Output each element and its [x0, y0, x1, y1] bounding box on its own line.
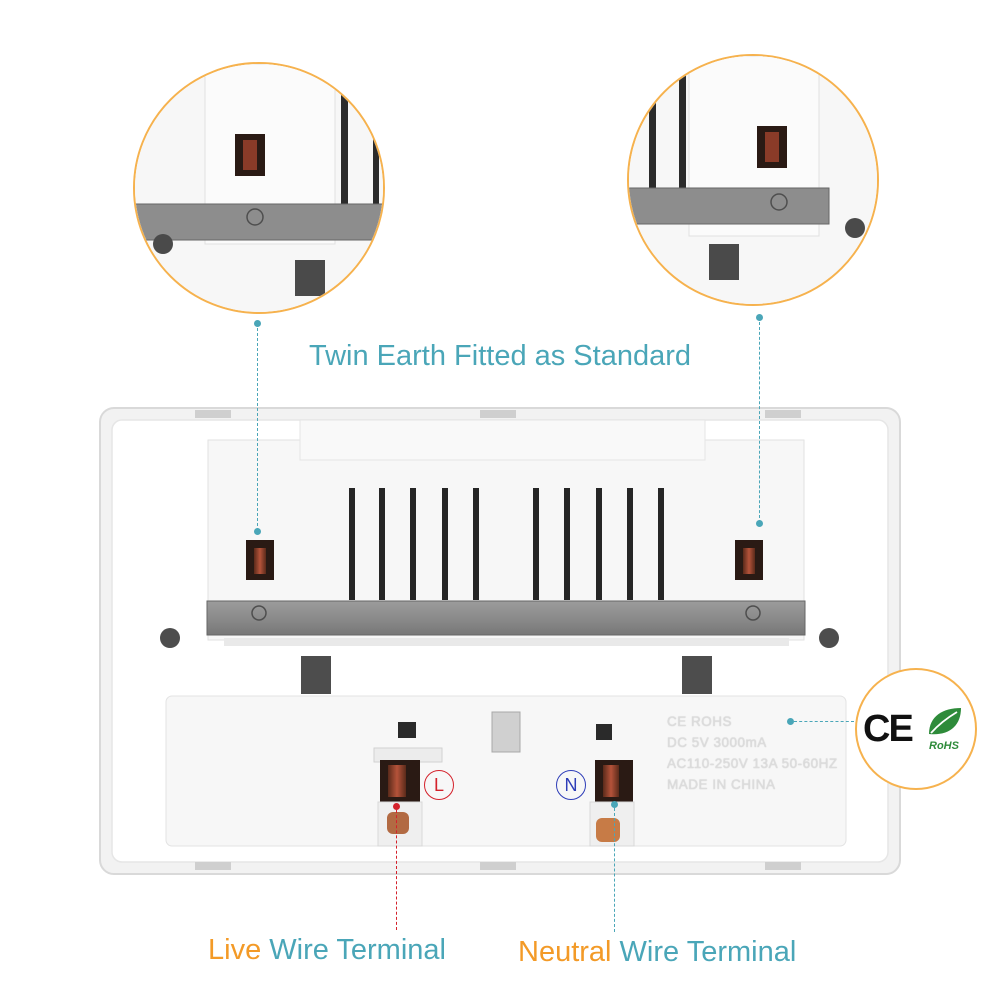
vent-slots: [349, 488, 664, 600]
live-rest: Wire Terminal: [261, 934, 446, 966]
callout-line-live: [396, 810, 397, 930]
plate-rating-text: CE ROHS DC 5V 3000mA AC110-250V 13A 50-6…: [667, 711, 838, 795]
callout-dot-neutral: [611, 801, 618, 808]
plate-line-1: CE ROHS: [667, 714, 733, 729]
neutral-marker: N: [556, 770, 586, 800]
callout-line-left: [257, 328, 258, 531]
callout-dot-bottom-right: [756, 520, 763, 527]
callout-line-neutral: [614, 808, 615, 932]
live-marker: L: [424, 770, 454, 800]
callout-dot-bottom-left: [254, 528, 261, 535]
earth-bar: [206, 600, 806, 636]
callout-dot-top-right: [756, 314, 763, 321]
neutral-wire-label: Neutral Wire Terminal: [518, 936, 796, 969]
callout-dot-top-left: [254, 320, 261, 327]
callout-dot-cert: [787, 718, 794, 725]
plate-line-2: DC 5V 3000mA: [667, 735, 767, 750]
rohs-text: RoHS: [929, 740, 959, 752]
zoom-circle-right: [627, 54, 879, 306]
callout-line-right: [759, 322, 760, 523]
neutral-highlight: Neutral: [518, 936, 612, 968]
zoom-circle-left: [133, 62, 385, 314]
live-highlight: Live: [208, 934, 262, 966]
neutral-rest: Wire Terminal: [611, 936, 797, 968]
plate-line-3: AC110-250V 13A 50-60HZ: [667, 756, 838, 771]
certification-circle: CE RoHS: [855, 668, 977, 790]
rohs-leaf-icon: [929, 708, 961, 735]
live-wire-label: Live Wire Terminal: [208, 934, 446, 967]
plate-line-4: MADE IN CHINA: [667, 777, 776, 792]
callout-dot-live: [393, 803, 400, 810]
callout-line-cert: [794, 721, 854, 722]
ce-mark: CE: [863, 708, 914, 750]
headline: Twin Earth Fitted as Standard: [308, 340, 692, 372]
